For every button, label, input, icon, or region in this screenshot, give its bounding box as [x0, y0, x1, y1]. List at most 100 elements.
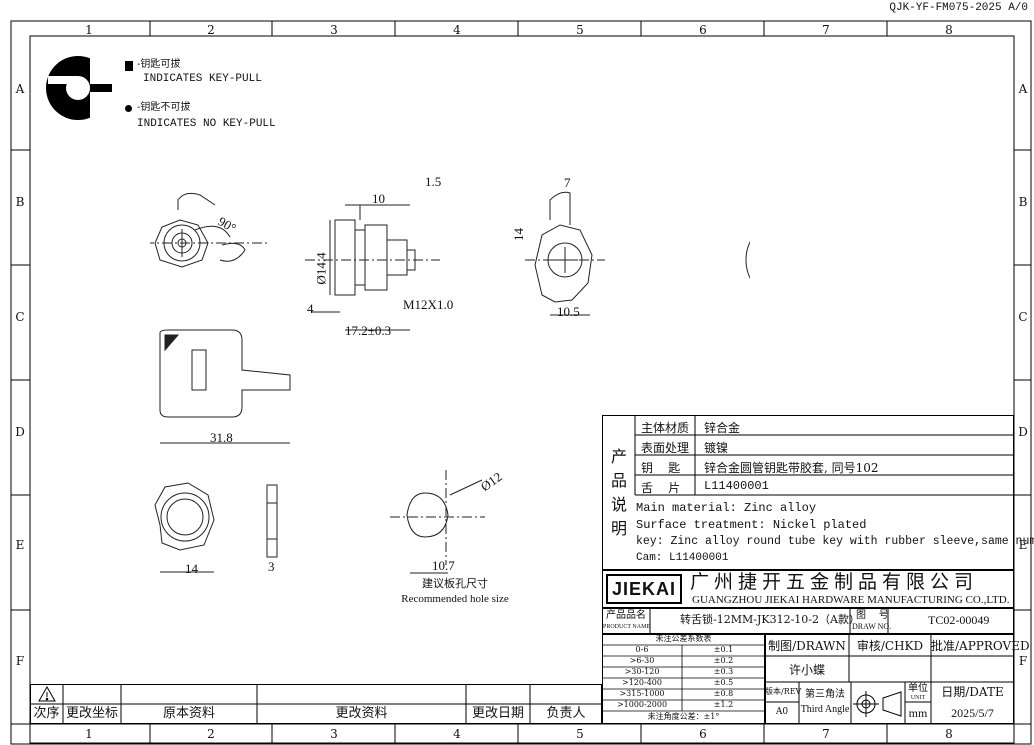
spec-label-cam: 舌 片 [641, 481, 681, 495]
grid-row-d: D [15, 425, 25, 439]
key-pull-square-icon [125, 61, 133, 71]
third-angle-projection-icon [853, 691, 902, 717]
grid-col-5: 5 [576, 23, 584, 37]
tolerance-title: 未注公差系数表 [655, 634, 712, 643]
dim-14-nut: 14 [185, 561, 198, 576]
tol-range-4: >120-400 [622, 678, 662, 687]
projection-en: Third Angle [800, 704, 850, 715]
front-view [150, 192, 270, 268]
grid-col-8-bottom: 8 [945, 727, 953, 741]
tol-value-4: ±0.5 [713, 678, 734, 687]
rev-header-order: 次序 [33, 706, 60, 721]
grid-row-f: F [15, 654, 25, 668]
tol-range-3: >30-120 [624, 667, 660, 676]
grid-row-a: A [15, 82, 25, 96]
rev-label: 版本/REV [765, 687, 802, 696]
grid-col-3-bottom: 3 [330, 727, 338, 741]
hole-caption-cn: 建议板孔尺寸 [422, 577, 488, 590]
grid-col-6-bottom: 6 [699, 727, 707, 741]
dim-diameter-14-4: Ø14.4 [313, 252, 329, 285]
legend-key-pull-en: INDICATES KEY-PULL [143, 73, 262, 85]
grid-row-c: C [15, 310, 25, 324]
tol-value-6: ±1.2 [713, 700, 734, 709]
spec-value-key: 锌合金圆管钥匙带胶套, 同号102 [704, 461, 879, 475]
key-position-icon [46, 56, 120, 120]
grid-col-2-bottom: 2 [207, 727, 215, 741]
rev-header-changed: 更改资料 [335, 706, 388, 721]
lock-technical-views [150, 191, 750, 574]
drawn-label: 制图/DRAWN [768, 639, 846, 653]
spec-value-material: 锌合金 [704, 421, 741, 435]
dim-thread-m12: M12X1.0 [403, 297, 454, 312]
draw-no-label-cn: 图 号 [856, 610, 889, 621]
date-value: 2025/5/7 [951, 706, 994, 720]
legend-no-key-pull-en: INDICATES NO KEY-PULL [137, 118, 276, 130]
chkd-label: 审核/CHKD [856, 639, 924, 653]
dim-14: 14 [511, 228, 526, 241]
dim-4: 4 [307, 301, 314, 316]
doc-code: QJK-YF-FM075-2025 A/0 [889, 2, 1028, 14]
rev-header-coord: 更改坐标 [65, 706, 118, 721]
grid-row-d-right: D [1018, 425, 1028, 439]
tol-range-5: >315-1000 [619, 689, 665, 698]
product-name-value: 转舌锁-12MM-JK312-10-2（A款） [680, 613, 860, 626]
rev-header-original: 原本资料 [162, 706, 215, 721]
tol-range-1: 0-6 [635, 645, 649, 654]
spec-label-key: 钥 匙 [641, 461, 681, 475]
dim-10: 10 [372, 191, 385, 206]
spec-en-material: Main material: Zinc alloy [636, 501, 817, 515]
key-view [159, 329, 291, 444]
dim-1-5: 1.5 [425, 174, 442, 189]
dim-10-5: 10.5 [557, 304, 580, 319]
tol-range-6: >1000-2000 [616, 700, 668, 709]
product-name-label-en: PRODUCT NAME [603, 624, 651, 630]
tol-value-2: ±0.2 [713, 656, 734, 665]
grid-col-4-bottom: 4 [453, 727, 461, 741]
grid-col-4: 4 [453, 23, 461, 37]
grid-col-7: 7 [822, 23, 830, 37]
company-name-en: GUANGZHOU JIEKAI HARDWARE MANUFACTURING … [692, 594, 1010, 606]
nut-side-view [266, 484, 278, 558]
spec-grid-lines [634, 415, 1014, 496]
grid-col-6: 6 [699, 23, 707, 37]
hole-view [390, 470, 485, 574]
hole-caption-en: Recommended hole size [401, 593, 509, 605]
rev-value: A0 [775, 707, 789, 717]
spec-value-surface: 镀镍 [704, 441, 729, 455]
tol-value-1: ±0.1 [713, 645, 734, 654]
spec-label-surface: 表面处理 [641, 441, 690, 455]
projection-cn: 第三角法 [805, 689, 845, 700]
unit-label-en: UNIT [910, 695, 926, 701]
grid-col-8: 8 [945, 23, 953, 37]
tolerance-table [602, 634, 765, 724]
grid-row-e: E [15, 538, 25, 552]
spec-vertical-label: 产 品 说 明 [610, 447, 627, 538]
grid-row-b: B [15, 195, 25, 209]
grid-row-e-right: E [1018, 538, 1028, 552]
grid-col-5-bottom: 5 [576, 727, 584, 741]
unit-label-cn: 单位 [908, 683, 928, 694]
dim-10-7: 10.7 [432, 558, 455, 573]
grid-col-7-bottom: 7 [822, 727, 830, 741]
spec-en-key: key: Zinc alloy round tube key with rubb… [636, 535, 1034, 548]
grid-row-f-right: F [1018, 654, 1028, 668]
top-view [525, 191, 605, 316]
side-view [305, 204, 440, 331]
rev-header-date: 更改日期 [471, 706, 524, 721]
dim-31-8: 31.8 [210, 430, 233, 445]
spec-label-material: 主体材质 [641, 421, 690, 435]
product-row [602, 608, 1014, 634]
tol-value-5: ±0.8 [713, 689, 734, 698]
grid-col-3: 3 [330, 23, 338, 37]
nut-front-view [154, 482, 215, 573]
approved-label: 批准/APPROVED [931, 639, 1030, 653]
draw-no-value: TC02-00049 [928, 613, 990, 627]
warning-triangle-icon [38, 685, 56, 702]
product-name-label-cn: 产品品名 [606, 610, 646, 621]
dim-3: 3 [268, 559, 275, 574]
grid-col-2: 2 [207, 23, 215, 37]
grid-row-c-right: C [1018, 310, 1028, 324]
grid-row-a-right: A [1018, 82, 1028, 96]
legend-no-key-pull-cn: -钥匙不可拔 [137, 102, 191, 113]
